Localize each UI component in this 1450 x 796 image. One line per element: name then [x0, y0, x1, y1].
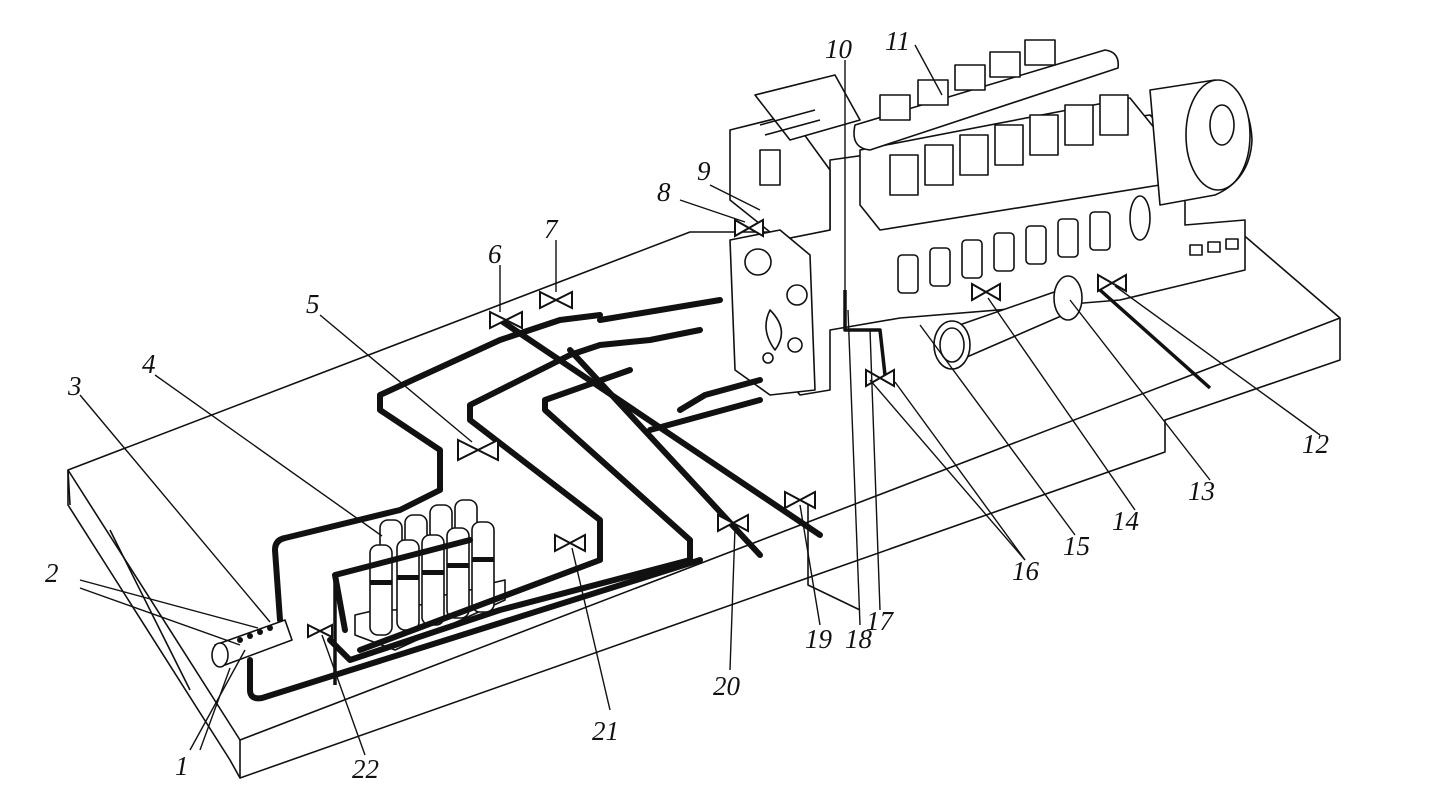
- callout-9: 9: [697, 156, 711, 186]
- callout-15: 15: [1063, 531, 1090, 561]
- valve-12: [1097, 273, 1127, 293]
- callout-5: 5: [306, 289, 320, 319]
- callout-6: 6: [488, 239, 502, 269]
- valve-14: [971, 282, 1001, 302]
- callout-17: 17: [866, 606, 895, 636]
- valve-20: [717, 513, 749, 533]
- valves: [307, 218, 1127, 639]
- leader-lines: [79, 44, 1321, 756]
- callout-11: 11: [885, 26, 910, 56]
- valve-5: [457, 438, 499, 462]
- valve-7: [539, 290, 573, 310]
- callout-1: 1: [175, 751, 189, 781]
- intake-filter: [211, 619, 293, 668]
- callout-19: 19: [805, 624, 833, 654]
- callout-12: 12: [1302, 429, 1329, 459]
- callout-14: 14: [1112, 506, 1139, 536]
- callout-7: 7: [544, 214, 559, 244]
- callout-4: 4: [142, 349, 156, 379]
- callout-22: 22: [352, 754, 379, 784]
- valve-22: [307, 623, 333, 639]
- callout-13: 13: [1188, 476, 1215, 506]
- air-pipelines: [247, 288, 1212, 702]
- diesel-engine: [729, 39, 1253, 396]
- valve-16: [865, 368, 895, 388]
- callout-8: 8: [657, 177, 671, 207]
- cylinder-covers: [879, 39, 1129, 196]
- callout-10: 10: [825, 34, 853, 64]
- callout-18: 18: [845, 624, 873, 654]
- callout-20: 20: [713, 671, 741, 701]
- front-plate: [729, 229, 816, 396]
- generator: [1129, 79, 1253, 256]
- callout-16: 16: [1012, 556, 1040, 586]
- callout-3: 3: [67, 371, 82, 401]
- callout-21: 21: [592, 716, 619, 746]
- callout-2: 2: [45, 558, 59, 588]
- valve-8: [734, 218, 764, 238]
- valve-21: [554, 533, 586, 553]
- air-cylinder-bank: [354, 499, 506, 651]
- turbocharger: [729, 74, 861, 241]
- callout-labels: 1 2 3 4 5 6 7 8 9 10 11 12 13 14 15 16 1…: [45, 26, 1329, 784]
- crankcase-doors: [897, 211, 1111, 294]
- valve-6: [489, 310, 523, 330]
- valve-19: [784, 490, 816, 510]
